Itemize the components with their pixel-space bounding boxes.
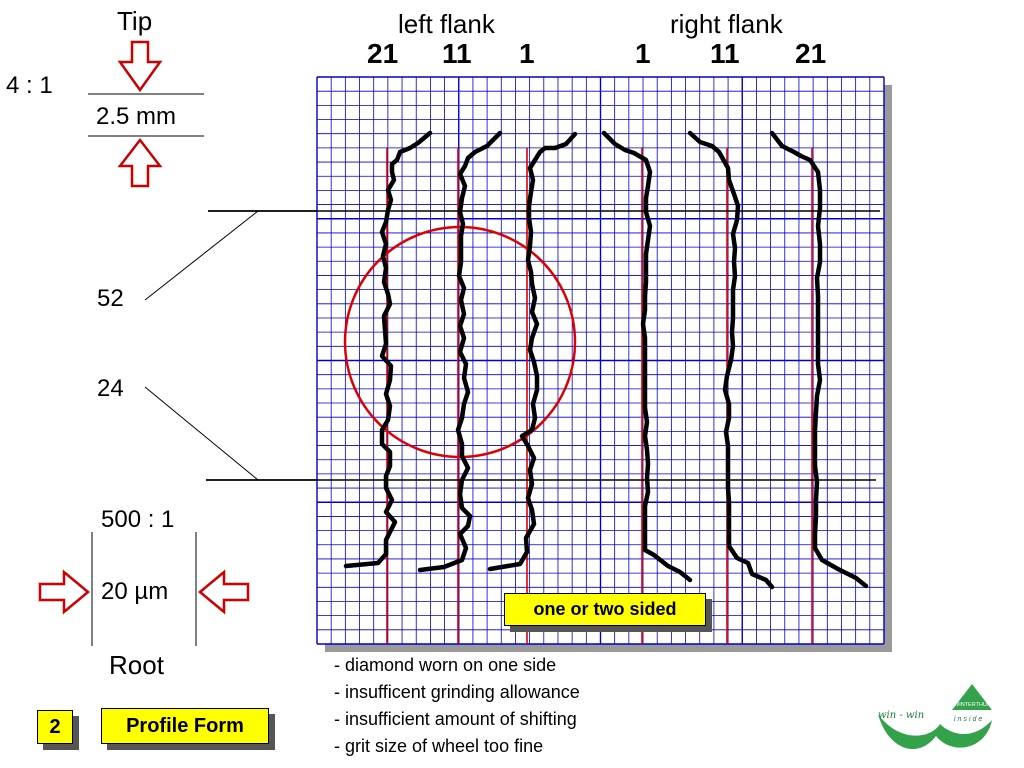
vertical-magnification: 4 : 1 <box>6 72 53 99</box>
causes-list: - diamond worn on one side - insufficent… <box>334 652 580 760</box>
right-position-11: 11 <box>710 38 740 69</box>
profile-trace <box>487 131 578 572</box>
tip-scale-graphic <box>88 40 204 188</box>
tip-label: Tip <box>117 6 153 36</box>
slide-number-badge: 2 <box>37 710 73 744</box>
profile-trace <box>769 130 869 589</box>
up-arrow-icon <box>117 137 163 188</box>
right-arrow-icon <box>38 569 90 615</box>
callout-text: one or two sided <box>533 599 677 619</box>
horizontal-magnification: 500 : 1 <box>101 506 175 533</box>
root-scale-graphic <box>38 532 250 646</box>
right-flank-label: right flank <box>670 9 783 39</box>
callout-box: one or two sided <box>504 593 706 626</box>
left-arrow-icon <box>198 569 250 615</box>
cause-item: - insufficent grinding allowance <box>334 682 580 702</box>
left-position-1: 1 <box>519 38 535 69</box>
chart-grid <box>316 76 885 645</box>
profile-trace <box>687 130 775 590</box>
logo-company-text: WINTERTHUR <box>954 702 991 708</box>
logo-brand-text: win - win <box>878 710 924 721</box>
level-label-52: 52 <box>97 285 124 312</box>
left-position-21: 21 <box>367 38 399 69</box>
left-flank-label: left flank <box>398 9 495 39</box>
slide-title-badge: Profile Form <box>101 708 269 744</box>
logo-sub-text: inside <box>954 716 984 723</box>
tip-distance-label: 2.5 mm <box>96 103 177 130</box>
right-position-1: 1 <box>635 38 651 69</box>
cause-item: - grit size of wheel too fine <box>334 736 544 756</box>
profile-trace <box>417 130 503 573</box>
right-position-21: 21 <box>795 38 827 69</box>
root-label: Root <box>109 650 164 680</box>
root-distance-label: 20 µm <box>101 578 169 605</box>
slide-number: 2 <box>49 715 61 738</box>
left-position-11: 11 <box>442 38 472 69</box>
cause-item: - insufficient amount of shifting <box>334 709 577 729</box>
profile-trace <box>343 130 433 569</box>
profile-trace <box>601 130 693 583</box>
winterthur-logo: win - win WINTERTHUR inside <box>878 684 992 750</box>
down-arrow-icon <box>117 40 163 93</box>
cause-item: - diamond worn on one side <box>334 655 557 675</box>
level-label-24: 24 <box>97 375 124 402</box>
profile-traces <box>343 130 869 590</box>
slide-title: Profile Form <box>126 714 244 737</box>
